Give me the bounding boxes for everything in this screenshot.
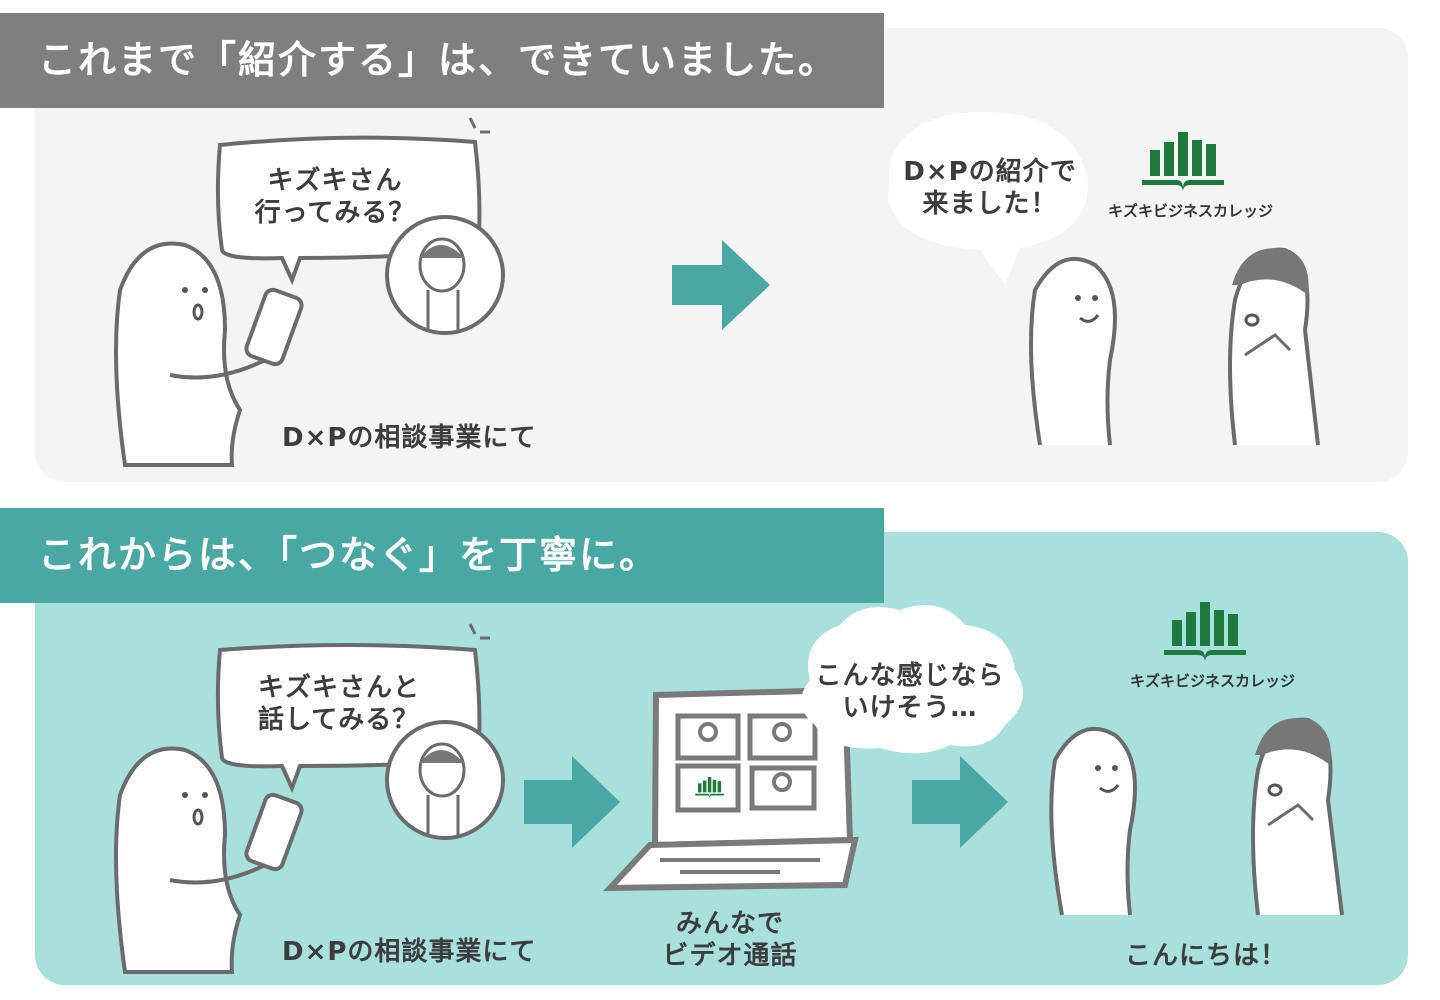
- arrow-right-icon: [524, 756, 620, 848]
- thought-bubble-icon: [801, 605, 1023, 754]
- advisor-avatar: [385, 215, 505, 335]
- visitor-person: [1049, 726, 1137, 916]
- logo-icon: [1164, 602, 1246, 662]
- arrow-right-icon: [912, 756, 1008, 848]
- person-icon: [114, 241, 276, 467]
- logo-icon: [1142, 132, 1224, 192]
- advisor-avatar: [385, 720, 505, 840]
- visitor-speech-text: D×Pの紹介で 来ました！: [903, 157, 1077, 219]
- smartphone-icon: [244, 287, 304, 367]
- past-heading: これまで「紹介する」は、できていました。: [0, 13, 884, 108]
- staff-person: [1228, 247, 1320, 446]
- thought-text: こんな感じなら いけそう…: [815, 661, 1005, 723]
- logo-name: キズキビジネスカレッジ: [1130, 672, 1296, 690]
- smartphone-icon: [244, 792, 304, 872]
- future-heading: これからは、「つなぐ」を丁寧に。: [0, 508, 884, 603]
- arrow-right-icon: [672, 240, 770, 330]
- speech-bubble-icon: [888, 111, 1089, 285]
- caption-consultation: D×Pの相談事業にて: [282, 423, 537, 453]
- visitor-person: [1029, 256, 1117, 446]
- advisor-speech-text: キズキさん 行ってみる？: [254, 166, 416, 228]
- advisor-speech-text: キズキさんと 話してみる？: [258, 673, 421, 735]
- caption-consultation: D×Pの相談事業にて: [282, 937, 537, 967]
- laptop-icon: [603, 686, 859, 892]
- caption-video-call: みんなで ビデオ通話: [662, 909, 798, 971]
- staff-person: [1251, 717, 1344, 916]
- caption-greeting: こんにちは！: [1125, 941, 1288, 971]
- logo-name: キズキビジネスカレッジ: [1108, 202, 1274, 220]
